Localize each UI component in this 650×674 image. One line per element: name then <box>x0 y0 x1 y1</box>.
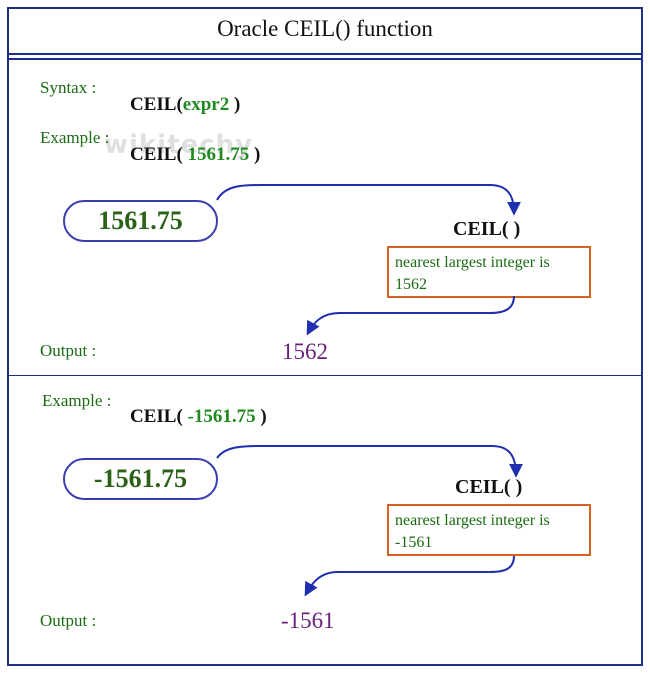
diagram-frame <box>7 7 643 666</box>
section-divider <box>7 375 643 376</box>
result-value: -1561 <box>395 534 433 551</box>
output-value: -1561 <box>281 608 335 633</box>
example-function: CEIL( <box>130 144 183 165</box>
example-label: Example : <box>40 128 110 147</box>
example-argument: -1561.75 <box>182 406 256 427</box>
syntax-code: CEIL(expr2 ) <box>130 94 240 116</box>
example-label: Example : <box>42 391 112 410</box>
input-value-pill: -1561.75 <box>63 458 218 500</box>
result-box: nearest largest integer is 1562 <box>387 246 591 298</box>
result-to-output-arrow <box>306 295 515 336</box>
watermark-logo: wikitechy <box>104 130 254 160</box>
syntax-argument: expr2 <box>182 94 230 115</box>
output-label: Output : <box>40 341 97 360</box>
function-label: CEIL( ) <box>455 476 523 498</box>
result-box: nearest largest integer is -1561 <box>387 504 591 556</box>
result-text: nearest largest integer is <box>395 254 550 271</box>
example-argument: 1561.75 <box>182 144 250 165</box>
result-value: 1562 <box>395 276 427 293</box>
page-title: Oracle CEIL() function <box>217 16 433 41</box>
result-to-output-arrow <box>304 555 515 597</box>
input-to-function-arrow <box>216 445 523 478</box>
output-value: 1562 <box>282 339 328 364</box>
example-code: CEIL( 1561.75 ) <box>130 144 260 166</box>
example-close: ) <box>255 406 267 427</box>
header-divider <box>7 58 643 60</box>
syntax-label: Syntax : <box>40 78 97 97</box>
result-text: nearest largest integer is <box>395 512 550 529</box>
function-label: CEIL( ) <box>453 218 521 240</box>
input-to-function-arrow <box>216 184 521 216</box>
header-divider <box>7 53 643 55</box>
example-close: ) <box>249 144 261 165</box>
syntax-close: ) <box>229 94 241 115</box>
output-label: Output : <box>40 611 97 630</box>
example-function: CEIL( <box>130 406 183 427</box>
syntax-function: CEIL( <box>130 94 183 115</box>
example-code: CEIL( -1561.75 ) <box>130 406 267 428</box>
input-value-pill: 1561.75 <box>63 200 218 242</box>
